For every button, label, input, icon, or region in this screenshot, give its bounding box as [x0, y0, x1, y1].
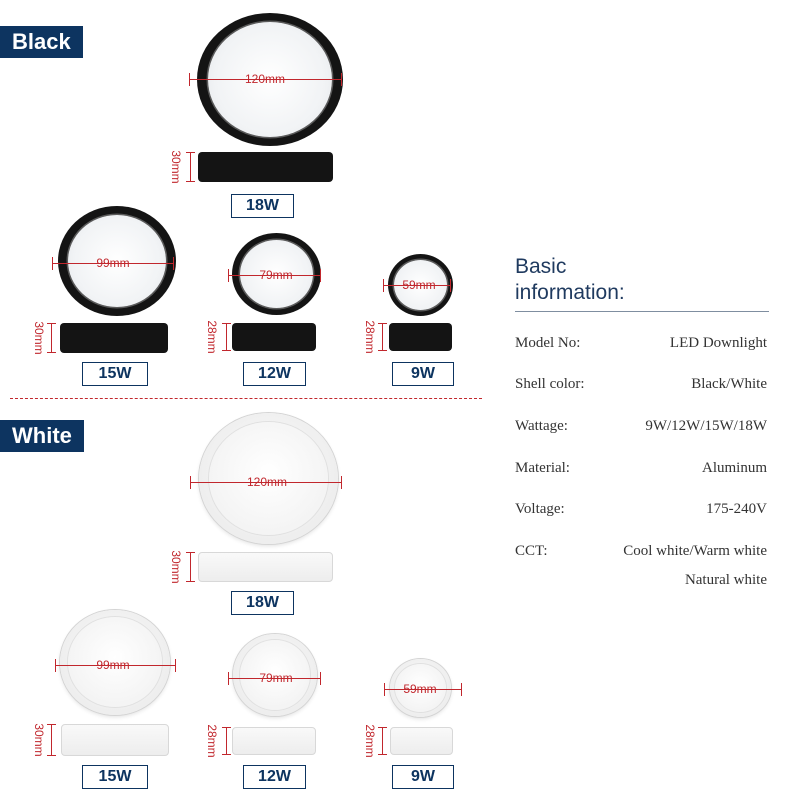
info-key: CCT: [515, 543, 548, 559]
info-row-cct: CCT: Cool white/Warm white [515, 543, 767, 563]
white-15w-lens [68, 617, 162, 707]
white-15w-light-top [60, 610, 170, 715]
white-9w-diameter-label: 59mm [403, 682, 437, 696]
white-12w-light-side [232, 727, 316, 755]
info-value: Aluminum [701, 460, 767, 476]
info-value: Natural white [684, 572, 767, 588]
info-row-wattage: Wattage: 9W/12W/15W/18W [515, 418, 767, 438]
white-9w-diameter-line [384, 683, 462, 696]
black-15w-diameter-line [52, 257, 174, 270]
white-18w-lens [209, 422, 328, 535]
info-value: Black/White [691, 376, 767, 392]
white-15w-diameter-line [55, 659, 176, 672]
black-9w-height-label: 28mm [363, 320, 377, 354]
black-18w-badge: 18W [231, 194, 294, 218]
black-18w-light-side [198, 152, 333, 182]
black-15w-light-top [58, 206, 176, 316]
white-12w-height-label: 28mm [205, 724, 219, 758]
black-9w-badge: 9W [392, 362, 454, 386]
white-18w-light-top [199, 413, 338, 544]
black-18w-diameter-line [189, 73, 342, 86]
white-9w-height-line [378, 727, 387, 755]
black-12w-badge: 12W [243, 362, 306, 386]
black-12w-diameter-line [228, 269, 321, 282]
info-row-material: Material: Aluminum [515, 460, 767, 480]
black-15w-lens [68, 215, 166, 307]
info-key: Model No: [515, 335, 581, 351]
info-value: Cool white/Warm white [623, 543, 767, 559]
black-12w-height-line [222, 323, 231, 351]
info-key: Shell color: [515, 376, 585, 392]
white-9w-lens [395, 664, 446, 712]
black-15w-diameter-label: 99mm [96, 256, 130, 270]
white-18w-badge: 18W [231, 591, 294, 615]
black-9w-light-side [389, 323, 452, 351]
black-18w-height-label: 30mm [169, 150, 183, 184]
black-18w-diameter-label: 120mm [244, 72, 286, 86]
white-15w-height-label: 30mm [32, 723, 46, 757]
white-9w-light-side [390, 727, 453, 755]
info-key: Material: [515, 460, 570, 476]
white-9w-badge: 9W [392, 765, 454, 789]
white-18w-height-label: 30mm [169, 550, 183, 584]
section-divider [10, 398, 482, 399]
white-12w-diameter-line [228, 672, 321, 685]
white-18w-diameter-label: 120mm [246, 475, 288, 489]
white-15w-height-line [47, 724, 56, 756]
white-12w-badge: 12W [243, 765, 306, 789]
white-15w-badge: 15W [82, 765, 148, 789]
white-9w-height-label: 28mm [363, 724, 377, 758]
black-12w-light-side [232, 323, 316, 351]
white-12w-lens [240, 640, 310, 710]
info-title-line1: Basic [515, 255, 567, 278]
info-value: 9W/12W/15W/18W [645, 418, 767, 434]
black-15w-height-line [47, 323, 56, 353]
black-15w-light-side [60, 323, 168, 353]
info-title: Basic information: [515, 254, 775, 306]
black-18w-height-line [186, 152, 195, 182]
black-12w-diameter-label: 79mm [259, 268, 293, 282]
section-label-black: Black [0, 26, 83, 58]
info-row-model: Model No: LED Downlight [515, 335, 767, 355]
white-12w-height-line [222, 727, 231, 755]
white-18w-diameter-line [190, 476, 342, 489]
white-12w-diameter-label: 79mm [259, 671, 293, 685]
info-key: Wattage: [515, 418, 568, 434]
white-15w-light-side [61, 724, 169, 756]
black-12w-light-top [232, 233, 321, 315]
black-9w-diameter-label: 59mm [402, 278, 436, 292]
black-12w-lens [240, 240, 313, 308]
info-key: Voltage: [515, 501, 565, 517]
black-12w-height-label: 28mm [205, 320, 219, 354]
info-value: 175-240V [706, 501, 767, 517]
white-12w-light-top [233, 634, 317, 716]
black-9w-diameter-line [383, 279, 451, 292]
black-9w-height-line [378, 323, 387, 351]
black-15w-badge: 15W [82, 362, 148, 386]
black-15w-height-label: 30mm [32, 321, 46, 355]
white-9w-light-top [390, 659, 451, 717]
info-row-voltage: Voltage: 175-240V [515, 501, 767, 521]
info-title-rule [515, 311, 769, 312]
info-value: LED Downlight [669, 335, 767, 351]
white-18w-light-side [198, 552, 333, 582]
info-row-shell-color: Shell color: Black/White [515, 376, 767, 396]
info-title-line2: information: [515, 281, 625, 304]
white-15w-diameter-label: 99mm [96, 658, 130, 672]
info-row-cct-continued: Natural white [515, 572, 767, 592]
section-label-white: White [0, 420, 84, 452]
white-18w-height-line [186, 552, 195, 582]
